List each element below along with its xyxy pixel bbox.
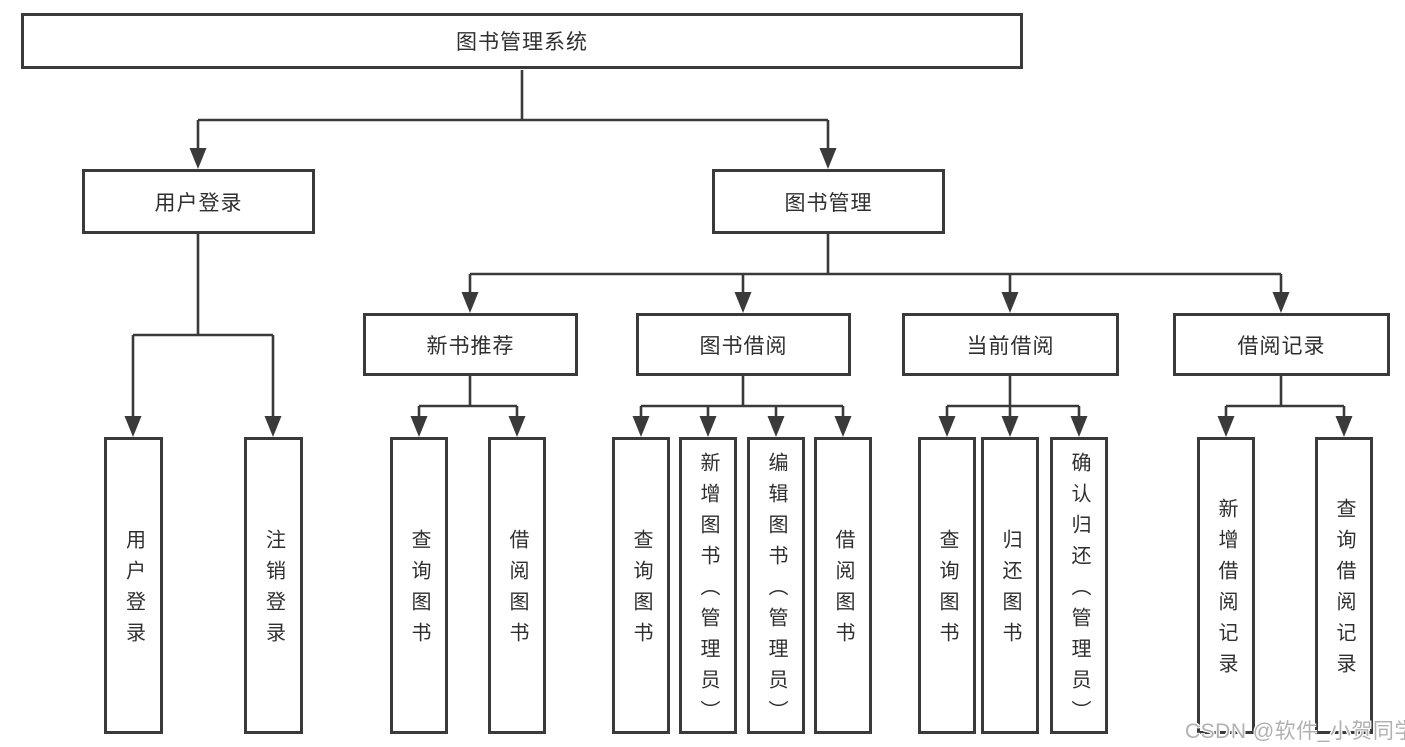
leaf-label: 确认归还（管理员）	[1068, 451, 1090, 731]
leaf-label: 新增图书（管理员）	[697, 451, 719, 731]
leaf-add-book-admin: 新增图书（管理员）	[679, 437, 737, 734]
arrow-down-icon	[938, 416, 956, 437]
arrow-down-icons	[124, 148, 1353, 437]
leaf-label: 归还图书	[999, 529, 1021, 653]
leaf-query-books-3: 查询图书	[918, 437, 976, 734]
node-book-management: 图书管理	[712, 169, 945, 234]
leaf-label: 查询图书	[630, 529, 652, 653]
watermark-text: CSDN @软件_小贺同学	[1185, 720, 1405, 743]
leaf-user-login: 用户登录	[104, 437, 163, 734]
leaf-logout: 注销登录	[244, 437, 303, 734]
arrow-down-icon	[819, 148, 837, 169]
arrow-down-icon	[1070, 416, 1088, 437]
leaf-label: 注销登录	[262, 529, 285, 653]
leaf-label: 借阅图书	[832, 529, 854, 653]
node-new-book-recommend: 新书推荐	[363, 313, 578, 376]
leaf-confirm-return-admin: 确认归还（管理员）	[1050, 437, 1108, 734]
node-label: 新书推荐	[426, 334, 515, 358]
node-label: 图书借阅	[699, 334, 788, 358]
node-library-management-system: 图书管理系统	[21, 13, 1023, 69]
arrow-down-icon	[508, 416, 526, 437]
arrow-down-icon	[410, 416, 428, 437]
node-label: 当前借阅	[966, 334, 1055, 358]
node-label: 图书管理	[784, 191, 873, 215]
leaf-label: 编辑图书（管理员）	[765, 451, 787, 731]
connector-stems	[131, 70, 1346, 420]
node-label: 用户登录	[154, 191, 243, 215]
node-book-borrowing: 图书借阅	[636, 313, 851, 376]
leaf-label: 用户登录	[122, 529, 145, 653]
leaf-return-books: 归还图书	[981, 437, 1039, 734]
leaf-label: 新增借阅记录	[1215, 498, 1237, 684]
leaf-label: 查询图书	[936, 529, 958, 653]
arrow-down-icon	[1001, 416, 1019, 437]
arrow-down-icon	[1217, 416, 1235, 437]
node-user-login: 用户登录	[82, 169, 315, 234]
node-label: 图书管理系统	[456, 31, 588, 54]
arrow-down-icon	[699, 416, 717, 437]
leaf-query-books-1: 查询图书	[390, 437, 448, 734]
leaf-query-borrow-record: 查询借阅记录	[1315, 437, 1373, 734]
leaf-add-borrow-record: 新增借阅记录	[1197, 437, 1255, 734]
arrow-down-icon	[264, 416, 282, 437]
leaf-label: 查询图书	[408, 529, 430, 653]
leaf-label: 查询借阅记录	[1333, 498, 1355, 684]
arrow-down-icon	[124, 416, 142, 437]
leaf-query-books-2: 查询图书	[612, 437, 670, 734]
leaf-borrow-books-1: 借阅图书	[488, 437, 546, 734]
leaf-label: 借阅图书	[506, 529, 528, 653]
arrow-down-icon	[461, 292, 479, 313]
node-borrowing-records: 借阅记录	[1173, 313, 1390, 376]
arrow-down-icon	[1001, 292, 1019, 313]
leaf-edit-book-admin: 编辑图书（管理员）	[747, 437, 805, 734]
arrow-down-icon	[632, 416, 650, 437]
arrow-down-icon	[734, 292, 752, 313]
arrow-down-icon	[834, 416, 852, 437]
leaf-borrow-books-2: 借阅图书	[814, 437, 872, 734]
node-label: 借阅记录	[1237, 334, 1326, 358]
arrow-down-icon	[1272, 292, 1290, 313]
arrow-down-icon	[1335, 416, 1353, 437]
arrow-down-icon	[189, 148, 207, 169]
arrow-down-icon	[767, 416, 785, 437]
node-current-borrowing: 当前借阅	[902, 313, 1119, 376]
